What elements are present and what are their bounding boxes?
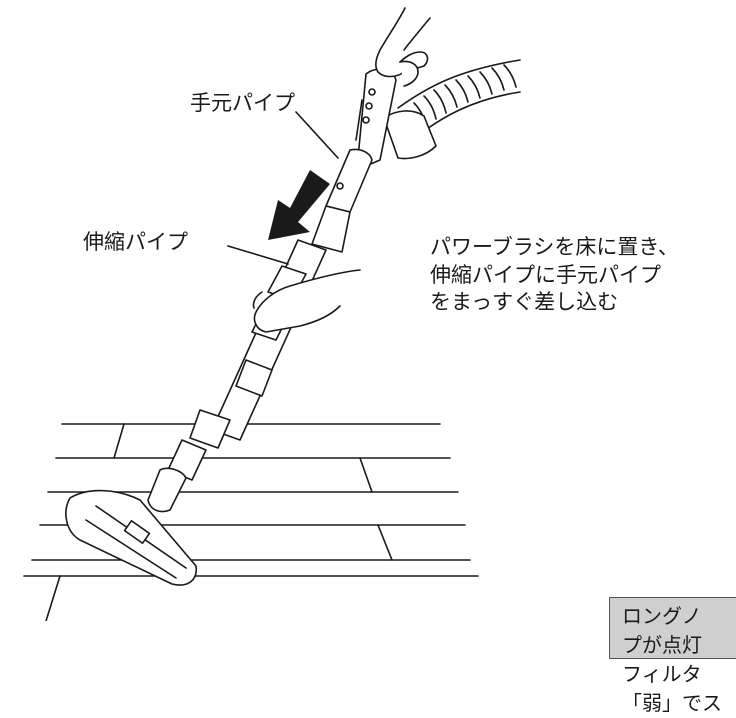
- power-brush: [65, 439, 207, 586]
- vacuum-assembly-illustration: [23, 7, 521, 621]
- instruction-line: 伸縮パイプに手元パイプ: [430, 262, 661, 287]
- hand-pipe: [311, 68, 397, 253]
- note-line: フィルタ: [622, 662, 702, 686]
- instruction-text: パワーブラシを床に置き、 伸縮パイプに手元パイプ をまっすぐ差し込む: [430, 234, 679, 317]
- note-line: ロングノ: [622, 604, 702, 628]
- extension-pipe: [189, 239, 327, 449]
- leader-hand-pipe: [295, 111, 339, 159]
- hose: [383, 59, 521, 160]
- lower-hand: [252, 269, 361, 333]
- note-line: 「弱」でス: [622, 691, 722, 715]
- note-line: プが点灯: [622, 633, 702, 657]
- instruction-line: パワーブラシを床に置き、: [430, 235, 679, 259]
- upper-hand: [375, 7, 431, 87]
- insert-direction-arrow: [268, 170, 330, 240]
- label-hand-pipe: 手元パイプ: [190, 91, 295, 115]
- label-extension-pipe: 伸縮パイプ: [83, 230, 188, 254]
- instruction-line: をまっすぐ差し込む: [430, 290, 619, 314]
- leader-extension-pipe: [227, 245, 289, 265]
- note-text: ロングノ プが点灯 フィルタ 「弱」でス: [622, 602, 722, 718]
